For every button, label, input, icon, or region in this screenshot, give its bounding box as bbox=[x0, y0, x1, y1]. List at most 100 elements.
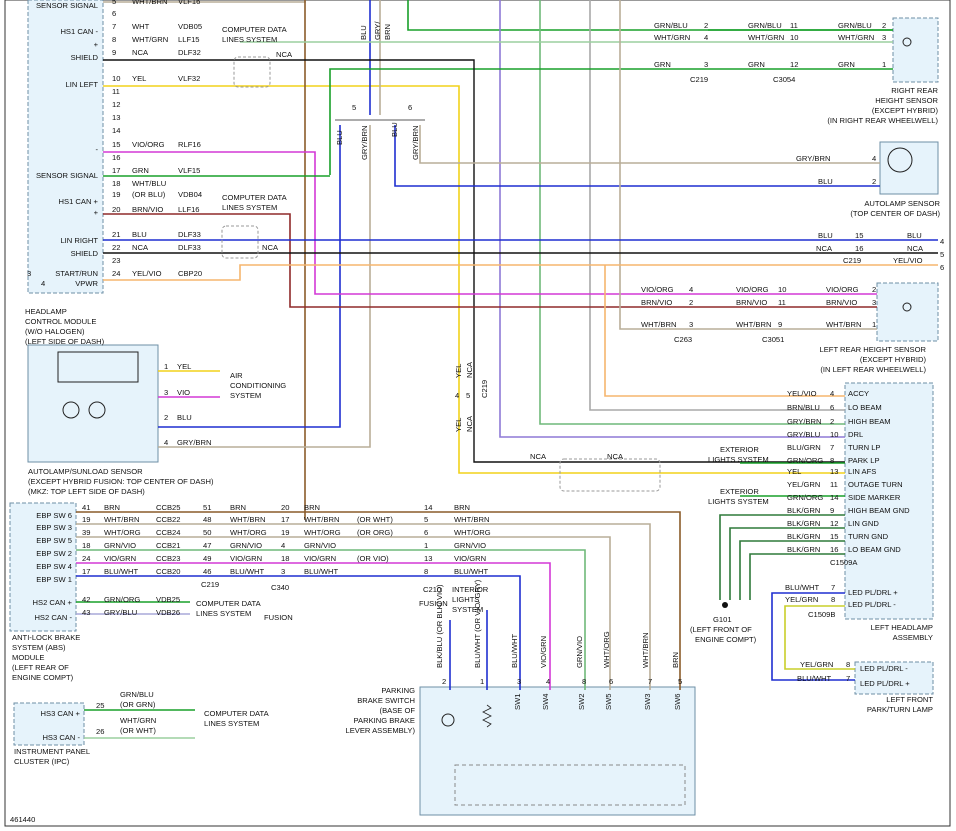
pin-number: 20 bbox=[112, 205, 120, 214]
wire-color-label: BRN bbox=[671, 652, 680, 668]
pin-number: 2 bbox=[872, 285, 876, 294]
pin-number: 7 bbox=[830, 443, 834, 452]
module-title: (W/O HALOGEN) bbox=[25, 327, 85, 336]
pin-number: 19 bbox=[281, 528, 289, 537]
system-ref: COMPUTER DATA bbox=[222, 193, 288, 202]
pin-number: 2 bbox=[830, 417, 834, 426]
pin-number: 13 bbox=[424, 554, 432, 563]
circuit-label: CCB20 bbox=[156, 567, 180, 576]
wire-color-label: BLU/WHT bbox=[104, 567, 139, 576]
left-rear-height-sensor bbox=[876, 282, 939, 342]
wire-color-label: WHT/BRN bbox=[132, 0, 167, 6]
hcm-pin-function: START/RUN bbox=[55, 269, 98, 278]
wire-color-label: (OR BLU) bbox=[132, 190, 166, 199]
wire-vio-top bbox=[499, 0, 845, 438]
pin-number: 8 bbox=[582, 677, 586, 686]
wire-color-label: VIO bbox=[177, 388, 190, 397]
wire-vio-org bbox=[103, 151, 877, 295]
abs-pin-function: HS2 CAN - bbox=[34, 613, 72, 622]
pin-function: LED PL/DRL - bbox=[860, 664, 908, 673]
pin-number: 6 bbox=[424, 528, 428, 537]
circuit-label: VDB05 bbox=[178, 22, 202, 31]
pin-number: 24 bbox=[82, 554, 90, 563]
module-title: (TOP CENTER OF DASH) bbox=[850, 209, 940, 218]
photodiode-icon bbox=[887, 147, 913, 173]
pin-number: 19 bbox=[82, 515, 90, 524]
system-ref: FUSION bbox=[264, 613, 293, 622]
wire-color-label: YEL/GRN bbox=[785, 595, 818, 604]
ground-location: ENGINE COMPT) bbox=[695, 635, 757, 644]
wire-color-label: BLU bbox=[335, 130, 344, 145]
wire-color-label: WHT/GRN bbox=[748, 33, 784, 42]
pot-icon bbox=[902, 302, 912, 312]
wire-color-label: BLK/GRN bbox=[787, 532, 820, 541]
pin-function: HIGH BEAM bbox=[848, 417, 891, 426]
module-title: PARKING BRAKE bbox=[354, 716, 415, 725]
wire-color-label: WHT/BRN bbox=[736, 320, 771, 329]
module-title: ANTI-LOCK BRAKE bbox=[12, 633, 80, 642]
wire-color-label: NCA bbox=[132, 243, 149, 252]
wire-color-label: GRY/BRN bbox=[177, 438, 211, 447]
pin-number: 3 bbox=[689, 320, 693, 329]
pin-number: 12 bbox=[112, 100, 120, 109]
system-ref: LINES SYSTEM bbox=[222, 203, 277, 212]
module-title: MODULE bbox=[12, 653, 45, 662]
abs-pin-function: HS2 CAN + bbox=[33, 598, 73, 607]
wire-color-label: GRN/VIO bbox=[304, 541, 336, 550]
wire-color-label: BRN/VIO bbox=[132, 205, 163, 214]
wire-abs-grn-vio bbox=[76, 549, 586, 690]
pin-number: 41 bbox=[82, 503, 90, 512]
wire-color-label: WHT/ORG bbox=[104, 528, 141, 537]
pot-icon bbox=[902, 37, 912, 47]
wire-color-label: BLK/GRN bbox=[787, 519, 820, 528]
circuit-label: VLF15 bbox=[178, 166, 200, 175]
hcm-pin-function: + bbox=[94, 208, 99, 217]
wire-abs-vio-grn bbox=[76, 562, 551, 690]
wire-color-label: BLU/WHT bbox=[510, 633, 519, 668]
system-ref: COMPUTER DATA bbox=[196, 599, 262, 608]
module-title: LEFT FRONT bbox=[886, 695, 933, 704]
wire-color-label: WHT bbox=[132, 22, 150, 31]
system-ref: EXTERIOR bbox=[720, 445, 759, 454]
module-title: LEVER ASSEMBLY) bbox=[346, 726, 416, 735]
pin-number: 20 bbox=[281, 503, 289, 512]
wire-color-label: (OR WHT) bbox=[357, 515, 393, 524]
pin-function: HIGH BEAM GND bbox=[848, 506, 910, 515]
pin-function: SIDE MARKER bbox=[848, 493, 901, 502]
splice-number: 5 bbox=[352, 103, 356, 112]
pin-function: LIN GND bbox=[848, 519, 879, 528]
wire-color-label: WHT/ORG bbox=[454, 528, 491, 537]
pin-number: 13 bbox=[112, 113, 120, 122]
ground-location: (LEFT FRONT OF bbox=[690, 625, 752, 634]
diagram-frame bbox=[4, 0, 951, 827]
pin-function: OUTAGE TURN bbox=[848, 480, 903, 489]
module-title: AUTOLAMP/SUNLOAD SENSOR bbox=[28, 467, 143, 476]
wire-color-label: VIO/GRN bbox=[539, 636, 548, 668]
pin-number: 4 bbox=[830, 389, 834, 398]
wire-color-label: BLU bbox=[907, 231, 922, 240]
wire-color-label: VIO/ORG bbox=[641, 285, 674, 294]
hcm-pin-function: HS1 CAN - bbox=[60, 27, 98, 36]
pin-number: 5 bbox=[678, 677, 682, 686]
connector-id: C219 bbox=[690, 75, 708, 84]
pin-number: 10 bbox=[778, 285, 786, 294]
module-title: CONTROL MODULE bbox=[25, 317, 96, 326]
wire-color-label: YEL bbox=[787, 467, 801, 476]
system-ref: SYSTEM bbox=[452, 605, 483, 614]
pin-number: 15 bbox=[112, 140, 120, 149]
wire-color-label: BLU/WHT bbox=[230, 567, 265, 576]
wire-color-label: YEL bbox=[132, 74, 146, 83]
module-title: (IN RIGHT REAR WHEELWELL) bbox=[827, 116, 938, 125]
pin-number: 3 bbox=[882, 33, 886, 42]
right-rear-height-sensor bbox=[892, 17, 939, 83]
pin-number: 6 bbox=[940, 263, 944, 272]
pin-number: 4 bbox=[872, 154, 876, 163]
wire-color-label: GRY/BLU bbox=[787, 430, 820, 439]
wire-color-label: GRY/BRN bbox=[411, 126, 420, 160]
pin-number: 11 bbox=[790, 21, 798, 30]
module-title: PARKING bbox=[381, 686, 415, 695]
pin-number: 26 bbox=[96, 727, 104, 736]
wire-color-label: WHT/BRN bbox=[641, 633, 650, 668]
system-ref: LINES SYSTEM bbox=[196, 609, 251, 618]
pin-number: 50 bbox=[203, 528, 211, 537]
